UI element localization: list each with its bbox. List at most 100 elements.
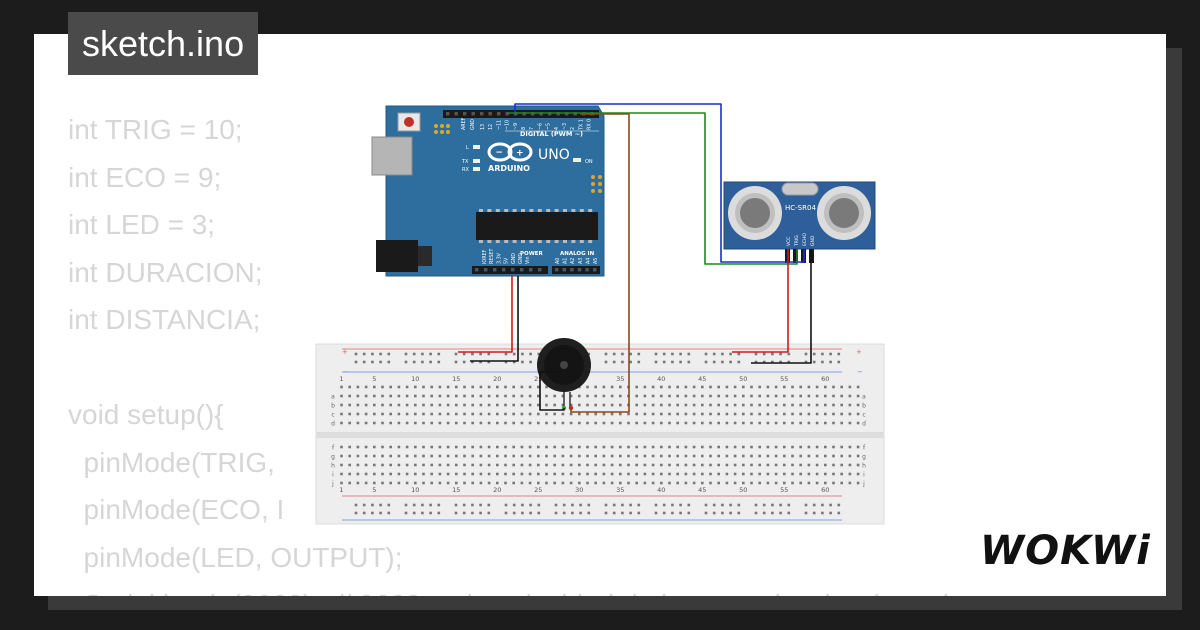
header-pin[interactable] (570, 268, 574, 272)
breadboard-hole (627, 421, 630, 425)
column-number: 1 (339, 486, 343, 494)
breadboard-hole (537, 511, 541, 515)
breadboard-hole (629, 360, 632, 364)
breadboard-hole (578, 472, 581, 476)
header-pin[interactable] (463, 112, 467, 116)
header-pin[interactable] (585, 268, 589, 272)
header-pin[interactable] (505, 112, 509, 116)
breadboard-hole (856, 412, 860, 416)
breadboard-hole (479, 472, 483, 476)
header-pin[interactable] (493, 268, 497, 272)
breadboard-hole (679, 360, 682, 364)
breadboard-hole (701, 412, 704, 416)
breadboard-hole (412, 360, 416, 364)
file-tab[interactable]: sketch.ino (68, 12, 259, 75)
header-pin[interactable] (484, 268, 488, 272)
breadboard-hole (561, 412, 565, 416)
header-pin[interactable] (529, 268, 533, 272)
header-pin[interactable] (538, 268, 542, 272)
wire-buzzer-signal[interactable] (570, 113, 630, 413)
breadboard-hole (692, 445, 696, 449)
breadboard-hole (356, 454, 360, 458)
breadboard-hole (429, 503, 432, 507)
wire-sensor-vcc[interactable] (732, 249, 789, 353)
breadboard-hole (594, 481, 597, 485)
breadboard-hole (594, 403, 597, 407)
breadboard-hole (824, 445, 827, 449)
breadboard-hole (692, 463, 696, 467)
header-pin[interactable] (562, 268, 566, 272)
wire-buzzer-gnd[interactable] (539, 371, 565, 411)
header-pin[interactable] (593, 268, 597, 272)
breadboard-hole (779, 503, 782, 507)
row-letter: c (862, 412, 865, 419)
wire-gnd[interactable] (470, 276, 519, 362)
breadboard-hole (381, 394, 384, 398)
breadboard-hole (660, 445, 663, 449)
breadboard-hole (371, 511, 374, 515)
header-pin[interactable] (454, 112, 458, 116)
breadboard-hole (487, 463, 491, 467)
buzzer[interactable] (537, 338, 591, 411)
breadboard-hole (804, 503, 808, 507)
breadboard-hole (479, 463, 483, 467)
wire-trig[interactable] (508, 112, 798, 265)
wire-echo[interactable] (514, 103, 805, 263)
breadboard-hole (651, 412, 655, 416)
breadboard-hole (807, 472, 811, 476)
chip-pin (588, 240, 593, 243)
header-pin[interactable] (577, 268, 582, 272)
breadboard-hole (627, 481, 630, 485)
breadboard-hole (512, 472, 515, 476)
header-pin[interactable] (497, 112, 501, 116)
breadboard-hole (578, 394, 581, 398)
breadboard-hole (651, 394, 655, 398)
breadboard-hole (520, 454, 524, 458)
breadboard-hole (837, 503, 841, 507)
header-pin[interactable] (475, 268, 479, 272)
header-pin[interactable] (520, 268, 524, 272)
breadboard-hole (676, 445, 679, 449)
header-pin[interactable] (471, 112, 475, 116)
rail-plus-sign: + (342, 348, 348, 356)
breadboard-hole (762, 360, 766, 364)
row-letter: j (331, 481, 334, 488)
breadboard-hole (594, 412, 597, 416)
header-pin[interactable] (446, 112, 450, 116)
breadboard-hole (621, 503, 624, 507)
breadboard-hole (569, 394, 573, 398)
header-pin[interactable] (502, 268, 506, 272)
header-pin-label: AREF (461, 117, 467, 130)
breadboard-hole (799, 481, 802, 485)
breadboard-hole (579, 503, 582, 507)
breadboard-hole (430, 412, 433, 416)
sensor-pins (785, 249, 814, 263)
breadboard-hole (709, 472, 712, 476)
breadboard-hole (371, 503, 374, 507)
header-pin[interactable] (555, 268, 559, 272)
breadboard-hole (717, 403, 720, 407)
breadboard-hole (807, 403, 811, 407)
breadboard-hole (529, 360, 532, 364)
breadboard-hole (840, 472, 843, 476)
breadboard-hole (635, 463, 638, 467)
breadboard-hole (364, 412, 368, 416)
header-pin[interactable] (488, 112, 492, 116)
breadboard-hole (389, 472, 392, 476)
breadboard-hole (774, 463, 778, 467)
header-pin[interactable] (511, 268, 515, 272)
header-pin-label: 4 (554, 127, 560, 130)
breadboard-hole (815, 421, 819, 425)
wire-sensor-gnd[interactable] (751, 249, 812, 364)
wire-5v[interactable] (458, 276, 513, 353)
breadboard-hole (766, 454, 770, 458)
header-pin[interactable] (480, 112, 484, 116)
breadboard-hole (832, 385, 835, 389)
breadboard-hole (856, 403, 860, 407)
breadboard-hole (737, 503, 741, 507)
breadboard-hole (651, 445, 655, 449)
breadboard-hole (479, 421, 483, 425)
digital-header (443, 110, 599, 118)
